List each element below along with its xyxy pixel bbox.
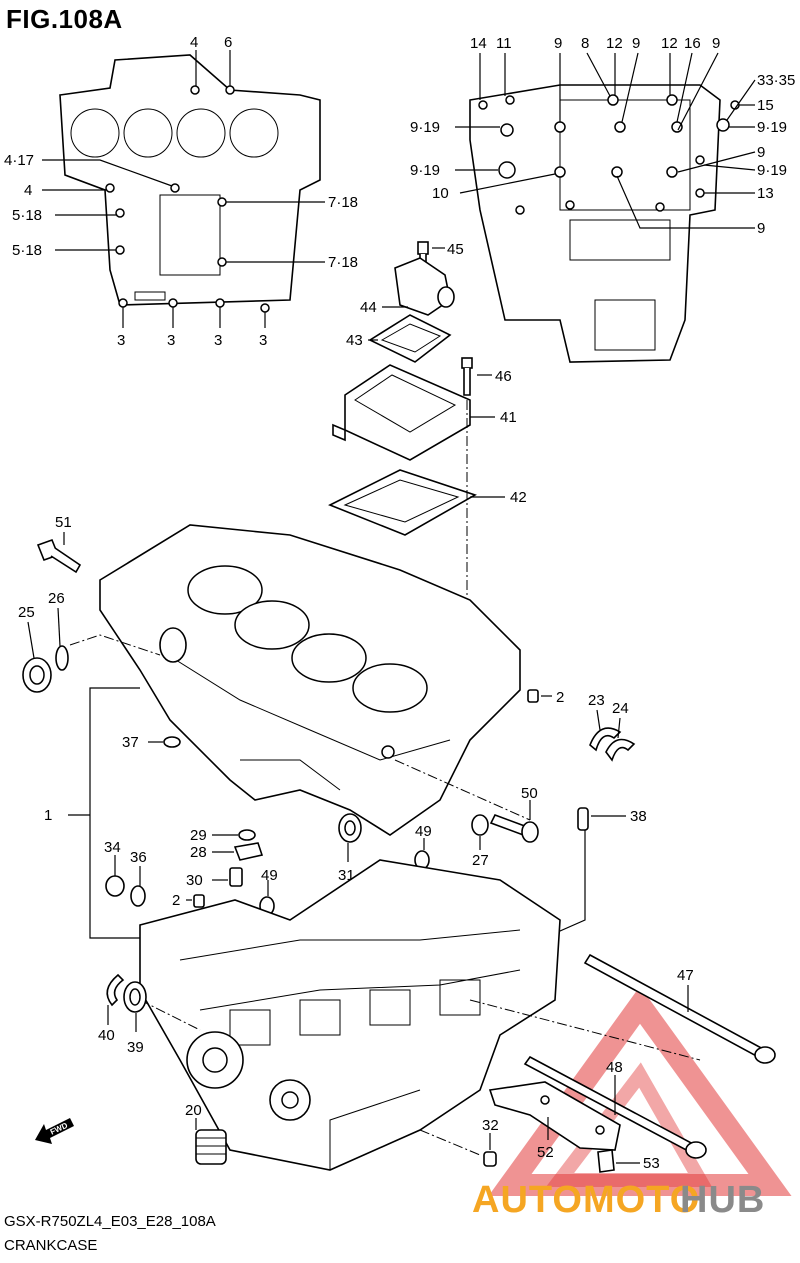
callout-4-17: 4·17 <box>4 152 34 169</box>
small-parts-28-30: 29 28 30 2 49 49 <box>172 823 432 916</box>
callout-11: 11 <box>496 35 512 52</box>
callout-49-upper: 49 <box>415 823 432 840</box>
plug-25-oring-26: 25 26 <box>18 590 69 693</box>
callout-5-18-b: 5·18 <box>12 242 42 259</box>
part-32: 32 <box>482 1117 499 1167</box>
lower-crankcase <box>139 859 701 1171</box>
dowel-2-upper: 2 <box>527 689 564 706</box>
callout-10: 10 <box>432 185 449 202</box>
callout-3-d: 3 <box>259 332 267 349</box>
callout-13: 13 <box>757 185 774 202</box>
callout-53: 53 <box>643 1155 660 1172</box>
inset-lower-case-bolts: 14 11 9 8 12 9 12 16 9 33·35 15 9·19 9·1… <box>410 35 795 363</box>
callout-25: 25 <box>18 604 35 621</box>
callout-15: 15 <box>757 97 774 114</box>
callout-24: 24 <box>612 700 629 717</box>
callout-33-35: 33·35 <box>757 72 795 89</box>
callout-37: 37 <box>122 734 139 751</box>
oring-37: 37 <box>122 734 181 751</box>
callout-4-left: 4 <box>24 182 32 199</box>
callout-51: 51 <box>55 514 72 531</box>
callout-49-lower: 49 <box>261 867 278 884</box>
parts-34-36: 34 36 <box>104 839 147 907</box>
callout-20: 20 <box>185 1102 202 1119</box>
callout-26: 26 <box>48 590 65 607</box>
callout-9-b: 9 <box>632 35 640 52</box>
callout-46: 46 <box>495 368 512 385</box>
callout-9-e: 9 <box>757 220 765 237</box>
parts-48-52-53: 48 52 53 <box>488 1055 707 1173</box>
callout-41: 41 <box>500 409 517 426</box>
callout-42: 42 <box>510 489 527 506</box>
callout-30: 30 <box>186 872 203 889</box>
callout-27: 27 <box>472 852 489 869</box>
watermark-brand-orange: AUTOMOTO <box>472 1179 700 1221</box>
upper-crankcase <box>69 524 531 836</box>
callout-47: 47 <box>677 967 694 984</box>
callout-5-18-a: 5·18 <box>12 207 42 224</box>
callout-16: 16 <box>684 35 701 52</box>
callout-1: 1 <box>44 807 52 824</box>
stud-bolt-47: 47 <box>583 953 776 1064</box>
breather-cover-assembly: 45 44 43 46 41 42 <box>328 241 527 640</box>
callout-2-lower: 2 <box>172 892 180 909</box>
callout-29: 29 <box>190 827 207 844</box>
callout-38: 38 <box>630 808 647 825</box>
callout-8: 8 <box>581 35 589 52</box>
figure-title: FIG.108A <box>6 4 123 34</box>
section-name: CRANKCASE <box>4 1237 98 1254</box>
callout-14: 14 <box>470 35 487 52</box>
callout-2-upper: 2 <box>556 689 564 706</box>
callout-12-a: 12 <box>606 35 623 52</box>
model-code: GSX-R750ZL4_E03_E28_108A <box>4 1213 216 1230</box>
watermark-triangle-logo <box>488 986 792 1196</box>
callout-3-b: 3 <box>167 332 175 349</box>
callout-43: 43 <box>346 332 363 349</box>
callout-3-c: 3 <box>214 332 222 349</box>
fwd-label: FWD <box>49 1121 70 1137</box>
callout-32: 32 <box>482 1117 499 1134</box>
callout-9-19-b: 9·19 <box>757 119 787 136</box>
callout-23: 23 <box>588 692 605 709</box>
fwd-arrow-icon: FWD <box>35 1118 74 1144</box>
callout-7-18-b: 7·18 <box>328 254 358 271</box>
callout-28: 28 <box>190 844 207 861</box>
thrust-bearings-23-24: 23 24 <box>588 692 636 762</box>
parts-39-40: 40 39 <box>98 973 147 1056</box>
callout-48: 48 <box>606 1059 623 1076</box>
bolt-51: 51 <box>36 514 82 574</box>
callout-9-a: 9 <box>554 35 562 52</box>
parts-27-50-38: 27 50 38 <box>471 785 647 869</box>
callout-40: 40 <box>98 1027 115 1044</box>
callout-44: 44 <box>360 299 377 316</box>
seal-31: 31 <box>338 813 362 884</box>
callout-34: 34 <box>104 839 121 856</box>
callout-9-d: 9 <box>757 144 765 161</box>
callout-52: 52 <box>537 1144 554 1161</box>
callout-4-top: 4 <box>190 34 198 51</box>
callout-12-b: 12 <box>661 35 678 52</box>
callout-6: 6 <box>224 34 232 51</box>
callout-36: 36 <box>130 849 147 866</box>
callout-7-18-a: 7·18 <box>328 194 358 211</box>
callout-9-c: 9 <box>712 35 720 52</box>
callout-9-19-c: 9·19 <box>410 162 440 179</box>
callout-39: 39 <box>127 1039 144 1056</box>
callout-9-19-a: 9·19 <box>410 119 440 136</box>
fitting-20: 20 <box>185 1102 227 1165</box>
callout-50: 50 <box>521 785 538 802</box>
watermark-brand-gray: HUB <box>680 1179 765 1221</box>
callout-45: 45 <box>447 241 464 258</box>
callout-9-19-d: 9·19 <box>757 162 787 179</box>
callout-3-a: 3 <box>117 332 125 349</box>
inset-upper-case-bolts: 4 6 4·17 4 5·18 5·18 7·18 7·18 3 3 3 3 <box>4 34 358 349</box>
